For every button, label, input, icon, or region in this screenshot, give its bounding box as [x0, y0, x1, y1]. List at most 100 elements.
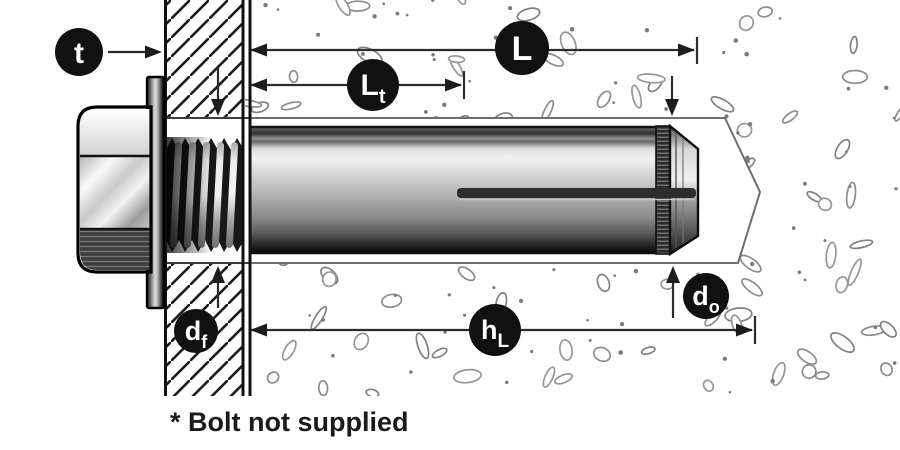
aggregate-particle	[849, 35, 859, 55]
bolt-head-top-facet	[80, 109, 151, 156]
aggregate-dot	[431, 52, 435, 57]
dimension-label-hL: hL	[469, 304, 521, 356]
aggregate-dot	[463, 313, 467, 317]
aggregate-dot	[431, 0, 435, 2]
aggregate-particle	[640, 346, 656, 356]
aggregate-dot	[308, 314, 312, 317]
aggregate-dot	[747, 121, 753, 127]
label-t-badge	[55, 28, 103, 76]
aggregate-particle	[592, 346, 612, 363]
arrow-left-icon	[250, 323, 267, 337]
label-hL-badge	[469, 304, 521, 356]
aggregate-dot	[569, 27, 575, 32]
aggregate-particle	[702, 379, 715, 392]
aggregate-particle	[280, 101, 302, 111]
aggregate-dot	[664, 107, 668, 111]
label-df-badge	[174, 309, 218, 353]
aggregate-dot	[873, 325, 878, 330]
aggregate-particle	[516, 7, 541, 22]
arrow-up-icon	[666, 266, 680, 283]
dimension-label-do: do	[683, 273, 729, 319]
aggregate-dot	[892, 116, 896, 120]
arrow-right-icon	[445, 78, 462, 92]
dimension-df	[211, 68, 225, 308]
aggregate-particle	[631, 84, 643, 109]
aggregate-dot	[750, 261, 755, 267]
aggregate-dot	[505, 380, 509, 385]
aggregate-particle	[710, 95, 735, 113]
thread-shadow	[166, 137, 212, 253]
label-df-text: df	[185, 316, 209, 352]
aggregate-dot	[802, 181, 807, 186]
aggregate-dot	[586, 318, 589, 322]
anchor-expansion-slit	[457, 188, 696, 198]
aggregate-dot	[778, 17, 782, 20]
aggregate-dot	[447, 293, 451, 297]
aggregate-particle	[841, 69, 869, 85]
bolt-head-bottom-facet	[80, 229, 151, 270]
aggregate-dot	[722, 50, 726, 55]
label-t-text: t	[74, 37, 84, 70]
thread-rib	[225, 142, 239, 248]
label-hL-text: hL	[481, 315, 510, 352]
aggregate-particle	[636, 73, 666, 84]
aggregate-dot	[894, 187, 898, 191]
aggregate-particle	[814, 370, 830, 380]
label-Lt-badge	[347, 59, 399, 111]
aggregate-dot	[803, 278, 807, 282]
bolt-head-mid-facet	[80, 156, 151, 229]
aggregate-dot	[360, 51, 365, 56]
aggregate-particle	[830, 332, 855, 353]
aggregate-particle	[796, 348, 818, 366]
aggregate-particle	[266, 371, 280, 384]
arrow-up-icon	[211, 266, 225, 283]
dimension-do	[665, 76, 680, 318]
aggregate-dot	[395, 11, 400, 16]
aggregate-particle	[454, 0, 467, 6]
aggregate-dot	[849, 185, 852, 188]
aggregate-dot	[846, 86, 851, 91]
aggregate-particle	[835, 276, 849, 294]
aggregate-dot	[736, 131, 740, 135]
arrow-left-icon	[250, 43, 267, 57]
aggregate-particle	[845, 181, 857, 209]
aggregate-particle	[771, 361, 786, 387]
aggregate-dot	[733, 38, 739, 43]
aggregate-particle	[559, 31, 577, 56]
aggregate-dot	[316, 32, 321, 37]
aggregate-particle	[801, 363, 817, 380]
aggregate-dot	[331, 353, 335, 358]
label-Lt-text: Lt	[361, 69, 386, 108]
arrow-right-icon	[736, 323, 753, 337]
aggregate-dot	[644, 28, 650, 33]
aggregate-dot	[797, 270, 802, 275]
dimension-L	[250, 37, 699, 64]
aggregate-particle	[738, 15, 755, 32]
aggregate-dot	[892, 361, 897, 365]
aggregate-particle	[553, 373, 574, 385]
bolt-threads	[166, 137, 244, 253]
aggregate-particle	[353, 332, 370, 351]
bolt-head-outline	[76, 105, 153, 274]
aggregate-particle	[447, 55, 466, 64]
aggregate-dot	[618, 350, 623, 355]
aggregate-particle	[321, 271, 337, 288]
aggregate-particle	[894, 98, 900, 122]
aggregate-particle	[457, 266, 476, 282]
aggregate-dot	[744, 51, 749, 57]
aggregate-particle	[849, 239, 874, 250]
aggregate-dot	[770, 378, 775, 384]
aggregate-dot	[884, 85, 889, 90]
aggregate-dot	[405, 13, 409, 17]
aggregate-dot	[844, 150, 848, 154]
aggregate-particle	[834, 138, 851, 160]
arrow-right-icon	[145, 45, 162, 59]
label-L-badge	[495, 21, 549, 75]
aggregate-dot	[530, 349, 534, 354]
aggregate-dot	[382, 2, 386, 6]
aggregate-particle	[825, 241, 837, 269]
arrow-down-icon	[211, 99, 225, 116]
aggregate-particle	[596, 90, 612, 109]
